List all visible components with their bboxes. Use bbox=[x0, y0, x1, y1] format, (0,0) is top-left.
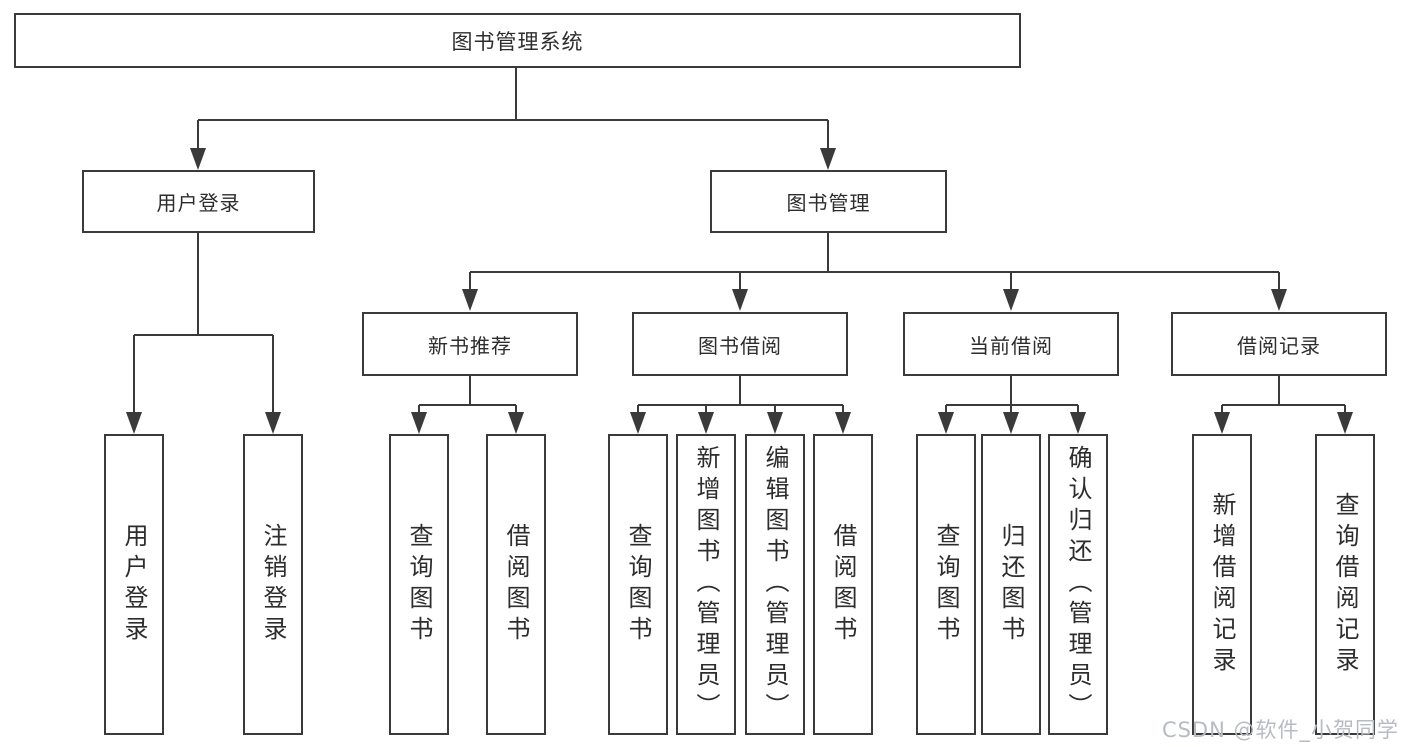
node-user-login: 用户登录 bbox=[82, 170, 315, 233]
leaf-query-books-borrowing: 查询图书 bbox=[608, 434, 668, 735]
arrow-icon bbox=[732, 289, 748, 311]
leaf-query-books-current: 查询图书 bbox=[916, 434, 976, 735]
arrowheads bbox=[126, 148, 1353, 434]
node-new-book-recommend: 新书推荐 bbox=[362, 312, 578, 376]
leaf-add-book-admin: 新增图书（管理员） bbox=[676, 434, 736, 735]
csdn-watermark: CSDN @软件_小贺同学 bbox=[1161, 718, 1399, 742]
arrow-icon bbox=[698, 412, 714, 434]
arrow-icon bbox=[938, 412, 954, 434]
arrow-icon bbox=[508, 412, 524, 434]
leaf-borrow-books-borrowing: 借阅图书 bbox=[813, 434, 873, 735]
node-book-borrowing: 图书借阅 bbox=[632, 312, 848, 376]
arrow-icon bbox=[630, 412, 646, 434]
arrow-icon bbox=[820, 148, 836, 170]
leaf-query-borrow-record: 查询借阅记录 bbox=[1315, 434, 1375, 735]
leaf-borrow-books-recommend: 借阅图书 bbox=[486, 434, 546, 735]
leaf-return-book: 归还图书 bbox=[981, 434, 1041, 735]
arrow-icon bbox=[1003, 289, 1019, 311]
arrow-icon bbox=[1214, 412, 1230, 434]
node-book-management: 图书管理 bbox=[710, 170, 947, 233]
arrow-icon bbox=[1271, 289, 1287, 311]
leaf-query-books-recommend: 查询图书 bbox=[389, 434, 449, 735]
leaf-user-login: 用户登录 bbox=[104, 434, 164, 735]
arrow-icon bbox=[462, 289, 478, 311]
node-library-management-system: 图书管理系统 bbox=[14, 13, 1021, 68]
arrow-icon bbox=[265, 412, 281, 434]
arrow-icon bbox=[126, 412, 142, 434]
leaf-edit-book-admin: 编辑图书（管理员） bbox=[745, 434, 805, 735]
node-borrowing-records: 借阅记录 bbox=[1171, 312, 1387, 376]
arrow-icon bbox=[835, 412, 851, 434]
arrow-icon bbox=[767, 412, 783, 434]
leaf-add-borrow-record: 新增借阅记录 bbox=[1192, 434, 1252, 735]
arrow-icon bbox=[411, 412, 427, 434]
arrow-icon bbox=[1337, 412, 1353, 434]
arrow-icon bbox=[190, 148, 206, 170]
leaf-confirm-return-admin: 确认归还（管理员） bbox=[1048, 434, 1108, 735]
arrow-icon bbox=[1003, 412, 1019, 434]
connector-paths bbox=[133, 68, 1346, 416]
arrow-icon bbox=[1070, 412, 1086, 434]
node-current-borrowing: 当前借阅 bbox=[903, 312, 1119, 376]
leaf-logout: 注销登录 bbox=[243, 434, 303, 735]
